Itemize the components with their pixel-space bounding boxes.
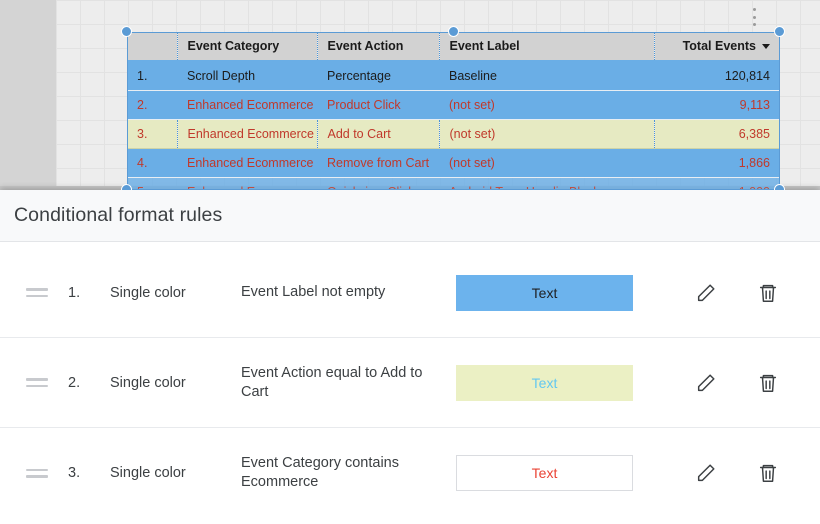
rule-number: 2. bbox=[68, 374, 81, 391]
rule-type: Single color bbox=[110, 374, 186, 391]
resize-handle-bottom-right[interactable] bbox=[774, 184, 785, 190]
table-header: Event Category Event Action Event Label … bbox=[127, 32, 780, 62]
column-header-total-events[interactable]: Total Events bbox=[654, 32, 780, 62]
more-vert-icon[interactable] bbox=[748, 6, 760, 28]
cell-action: Percentage bbox=[317, 61, 439, 91]
cell-action: Product Click bbox=[317, 90, 439, 120]
resize-handle-top-left[interactable] bbox=[121, 26, 132, 37]
rule-number: 3. bbox=[68, 465, 81, 481]
column-header-event-category[interactable]: Event Category bbox=[177, 32, 318, 62]
cell-index: 4. bbox=[127, 148, 177, 178]
edit-rule-button[interactable] bbox=[675, 282, 737, 304]
canvas-left-gutter bbox=[0, 0, 52, 186]
column-header-index[interactable] bbox=[127, 32, 178, 62]
cell-category: Enhanced Ecommerce bbox=[177, 119, 318, 149]
cell-action: Quickview Click bbox=[317, 177, 439, 190]
table-body: 1. Scroll Depth Percentage Baseline 120,… bbox=[127, 61, 780, 190]
cell-category: Enhanced Ecommerce bbox=[177, 148, 317, 178]
trash-icon bbox=[757, 282, 779, 304]
cell-category: Enhanced Ecommerce bbox=[177, 177, 317, 190]
dialog-title: Conditional format rules bbox=[14, 204, 223, 226]
rule-number: 1. bbox=[68, 284, 81, 301]
cell-label: (not set) bbox=[439, 90, 654, 120]
delete-rule-button[interactable] bbox=[737, 282, 799, 304]
column-header-event-label[interactable]: Event Label bbox=[439, 32, 655, 62]
drag-handle-icon[interactable] bbox=[26, 468, 52, 478]
drag-handle-icon[interactable] bbox=[26, 378, 52, 387]
rule-condition: Event Category contains Ecommerce bbox=[241, 455, 399, 490]
rule-type: Single color bbox=[110, 465, 186, 481]
table-row[interactable]: 3. Enhanced Ecommerce Add to Cart (not s… bbox=[127, 119, 780, 149]
rules-list: 1. Single color Event Label not empty Te… bbox=[0, 242, 820, 518]
cell-label: (not set) bbox=[439, 148, 654, 178]
pencil-icon bbox=[695, 372, 717, 394]
cell-category: Enhanced Ecommerce bbox=[177, 90, 317, 120]
cell-total: 9,113 bbox=[654, 90, 780, 120]
trash-icon bbox=[757, 462, 779, 484]
trash-icon bbox=[757, 372, 779, 394]
conditional-format-rules-dialog: Conditional format rules 1. Single color… bbox=[0, 190, 820, 524]
table-row[interactable]: 5. Enhanced Ecommerce Quickview Click An… bbox=[127, 177, 780, 190]
cell-action: Remove from Cart bbox=[317, 148, 439, 178]
cell-index: 1. bbox=[127, 61, 177, 91]
resize-handle-top-center[interactable] bbox=[448, 26, 459, 37]
cell-category: Scroll Depth bbox=[177, 61, 317, 91]
rule-color-preview[interactable]: Text bbox=[456, 364, 633, 401]
rule-condition: Event Label not empty bbox=[241, 284, 386, 300]
cell-index: 3. bbox=[127, 119, 178, 149]
cell-label: Android Tapa Hoodie Black bbox=[439, 177, 654, 190]
cell-label: Baseline bbox=[439, 61, 654, 91]
delete-rule-button[interactable] bbox=[737, 372, 799, 394]
rule-row[interactable]: 1. Single color Event Label not empty Te… bbox=[0, 248, 820, 338]
rule-type: Single color bbox=[110, 284, 186, 301]
cell-label: (not set) bbox=[439, 119, 655, 149]
cell-action: Add to Cart bbox=[317, 119, 440, 149]
cell-index: 5. bbox=[127, 177, 177, 190]
delete-rule-button[interactable] bbox=[737, 462, 799, 484]
table-header-row: Event Category Event Action Event Label … bbox=[127, 32, 780, 62]
rule-color-preview[interactable]: Text bbox=[456, 274, 633, 311]
pencil-icon bbox=[695, 282, 717, 304]
cell-index: 2. bbox=[127, 90, 177, 120]
resize-handle-top-right[interactable] bbox=[774, 26, 785, 37]
rule-condition: Event Action equal to Add to Cart bbox=[241, 364, 423, 400]
edit-rule-button[interactable] bbox=[675, 372, 737, 394]
cell-total: 1,000 bbox=[654, 177, 780, 190]
report-canvas: Event Category Event Action Event Label … bbox=[0, 0, 820, 190]
table-row[interactable]: 2. Enhanced Ecommerce Product Click (not… bbox=[127, 90, 780, 120]
cell-total: 1,866 bbox=[654, 148, 780, 178]
cell-total: 6,385 bbox=[654, 119, 780, 149]
column-header-total-events-label: Total Events bbox=[682, 39, 756, 53]
rule-row[interactable]: 3. Single color Event Category contains … bbox=[0, 428, 820, 518]
pencil-icon bbox=[695, 462, 717, 484]
rule-color-preview[interactable]: Text bbox=[456, 455, 633, 491]
edit-rule-button[interactable] bbox=[675, 462, 737, 484]
table-row[interactable]: 1. Scroll Depth Percentage Baseline 120,… bbox=[127, 61, 780, 91]
dialog-header: Conditional format rules bbox=[0, 190, 820, 242]
report-table-widget[interactable]: Event Category Event Action Event Label … bbox=[121, 26, 785, 190]
resize-handle-bottom-left[interactable] bbox=[121, 184, 132, 190]
report-table: Event Category Event Action Event Label … bbox=[127, 32, 780, 190]
caret-down-icon bbox=[762, 44, 770, 50]
drag-handle-icon[interactable] bbox=[26, 288, 52, 297]
table-row[interactable]: 4. Enhanced Ecommerce Remove from Cart (… bbox=[127, 148, 780, 178]
rule-row[interactable]: 2. Single color Event Action equal to Ad… bbox=[0, 338, 820, 428]
cell-total: 120,814 bbox=[654, 61, 780, 91]
column-header-event-action[interactable]: Event Action bbox=[317, 32, 440, 62]
